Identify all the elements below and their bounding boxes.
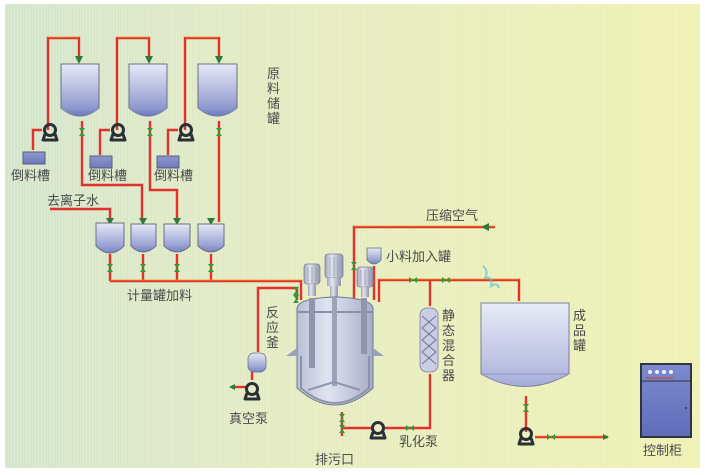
dump-trough-2 — [89, 155, 113, 169]
metering-tank-4 — [197, 223, 225, 253]
raw-material-tank-1 — [60, 63, 100, 117]
metering-tank-3 — [163, 223, 191, 253]
label-dump-trough-3: 倒料槽 — [154, 169, 193, 184]
pipe-emulsify-out — [385, 374, 432, 430]
label-control-cabinet: 控制柜 — [643, 444, 682, 459]
pipe-trough-1 — [31, 128, 42, 150]
label-metering-tanks: 计量罐加料 — [127, 289, 192, 304]
pipe-tank1-down — [80, 121, 144, 222]
label-small-additive-tank: 小料加入罐 — [386, 250, 451, 265]
vacuum-buffer-tank — [247, 352, 267, 373]
label-static-mixer: 静态混合器 — [442, 309, 455, 384]
metering-tank-2 — [130, 223, 157, 253]
pipe-feed-3 — [183, 36, 221, 130]
process-diagram: 原料储罐 倒料槽 倒料槽 倒料槽 去离子水 计量罐加料 反应釜 真空泵 排污口 … — [5, 4, 700, 468]
dump-trough-1 — [22, 151, 46, 165]
pipe-meter-header — [110, 279, 303, 300]
label-drain-outlet: 排污口 — [315, 453, 354, 468]
label-dump-trough-1: 倒料槽 — [11, 169, 50, 184]
label-compressed-air: 压缩空气 — [426, 208, 478, 224]
pipe-feed-2 — [115, 36, 151, 130]
raw-material-tank-2 — [128, 63, 168, 117]
label-raw-material-tanks: 原料储罐 — [267, 67, 280, 127]
product-tank — [480, 302, 570, 387]
pipe-compressed-air — [352, 225, 495, 302]
label-deionized-water: 去离子水 — [47, 193, 99, 209]
static-mixer — [419, 307, 439, 373]
label-dump-trough-2: 倒料槽 — [88, 169, 127, 184]
dump-trough-3 — [156, 155, 180, 169]
label-vacuum-pump: 真空泵 — [229, 412, 268, 427]
label-reactor: 反应釜 — [266, 306, 279, 351]
pipe-trough-2 — [98, 128, 110, 155]
reactor-vessel — [286, 253, 384, 406]
pipe-trough-3 — [166, 128, 178, 155]
control-cabinet — [640, 363, 692, 438]
label-emulsification-pump: 乳化泵 — [399, 435, 438, 450]
small-additive-tank — [366, 247, 382, 265]
label-product-tank: 成品罐 — [573, 309, 586, 354]
metering-tank-1 — [95, 222, 125, 254]
pipe-tank2-down — [148, 121, 179, 222]
raw-material-tank-3 — [197, 63, 238, 117]
pipe-di-water — [50, 207, 112, 222]
pipe-feed-1 — [46, 36, 81, 130]
